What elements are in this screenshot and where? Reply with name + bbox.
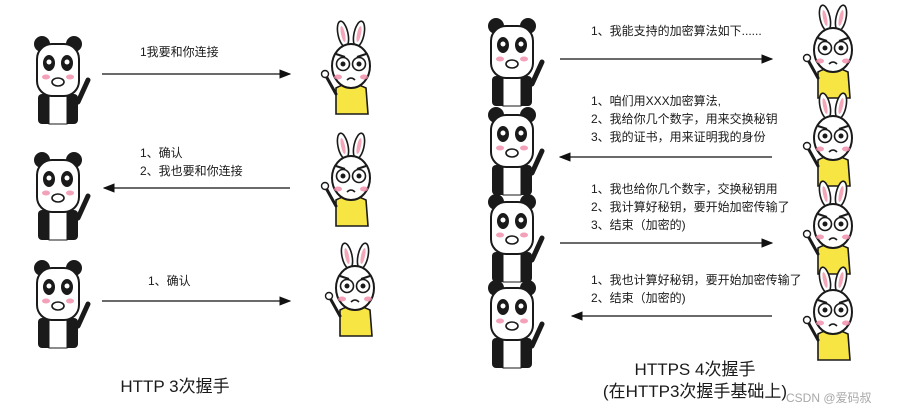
message-line: 1我要和你连接	[140, 45, 219, 59]
rabbit-server-7	[802, 264, 854, 362]
message-line: 1、确认	[148, 274, 191, 288]
https-caption: HTTPS 4次握手 (在HTTP3次握手基础上)	[580, 359, 810, 403]
message-line: 2、我计算好秘钥，要开始加密传输了	[591, 200, 790, 214]
http-message-2: 1、确认 2、我也要和你连接	[140, 144, 243, 180]
rabbit-server-6	[802, 178, 854, 276]
http-message-3: 1、确认	[148, 272, 191, 290]
csdn-watermark: CSDN @爱码叔	[786, 391, 872, 405]
https-caption-line1: HTTPS 4次握手	[634, 360, 756, 379]
http-message-1: 1我要和你连接	[140, 43, 219, 61]
message-line: 1、我能支持的加密算法如下......	[591, 24, 762, 38]
message-line: 2、我也要和你连接	[140, 164, 243, 178]
message-line: 2、我给你几个数字，用来交换秘钥	[591, 112, 778, 126]
panda-client-5	[488, 107, 542, 195]
rabbit-server-4	[802, 2, 854, 100]
rabbit-server-3	[324, 240, 376, 338]
http-caption: HTTP 3次握手	[120, 377, 230, 396]
https-message-3: 1、我也给你几个数字，交换秘钥用 2、我计算好秘钥，要开始加密传输了 3、结束（…	[591, 180, 790, 234]
panda-client-3	[34, 260, 88, 348]
panda-client-4	[488, 18, 542, 106]
panda-client-6	[488, 194, 542, 282]
message-line: 3、结束（加密的)	[591, 218, 686, 232]
panda-client-2	[34, 152, 88, 240]
message-line: 1、我也计算好秘钥，要开始加密传输了	[591, 273, 802, 287]
rabbit-server-5	[802, 90, 854, 188]
rabbit-server-1	[320, 18, 372, 116]
https-message-2: 1、咱们用XXX加密算法, 2、我给你几个数字，用来交换秘钥 3、我的证书，用来…	[591, 92, 778, 146]
message-line: 3、我的证书，用来证明我的身份	[591, 130, 766, 144]
message-line: 1、咱们用XXX加密算法,	[591, 94, 722, 108]
https-message-4: 1、我也计算好秘钥，要开始加密传输了 2、结束（加密的)	[591, 271, 802, 307]
panda-client-7	[488, 280, 542, 368]
rabbit-server-2	[320, 130, 372, 228]
https-message-1: 1、我能支持的加密算法如下......	[591, 22, 762, 40]
message-line: 1、我也给你几个数字，交换秘钥用	[591, 182, 778, 196]
https-caption-line2: (在HTTP3次握手基础上)	[602, 382, 788, 401]
panda-client-1	[34, 36, 88, 124]
message-line: 2、结束（加密的)	[591, 291, 686, 305]
message-line: 1、确认	[140, 146, 183, 160]
